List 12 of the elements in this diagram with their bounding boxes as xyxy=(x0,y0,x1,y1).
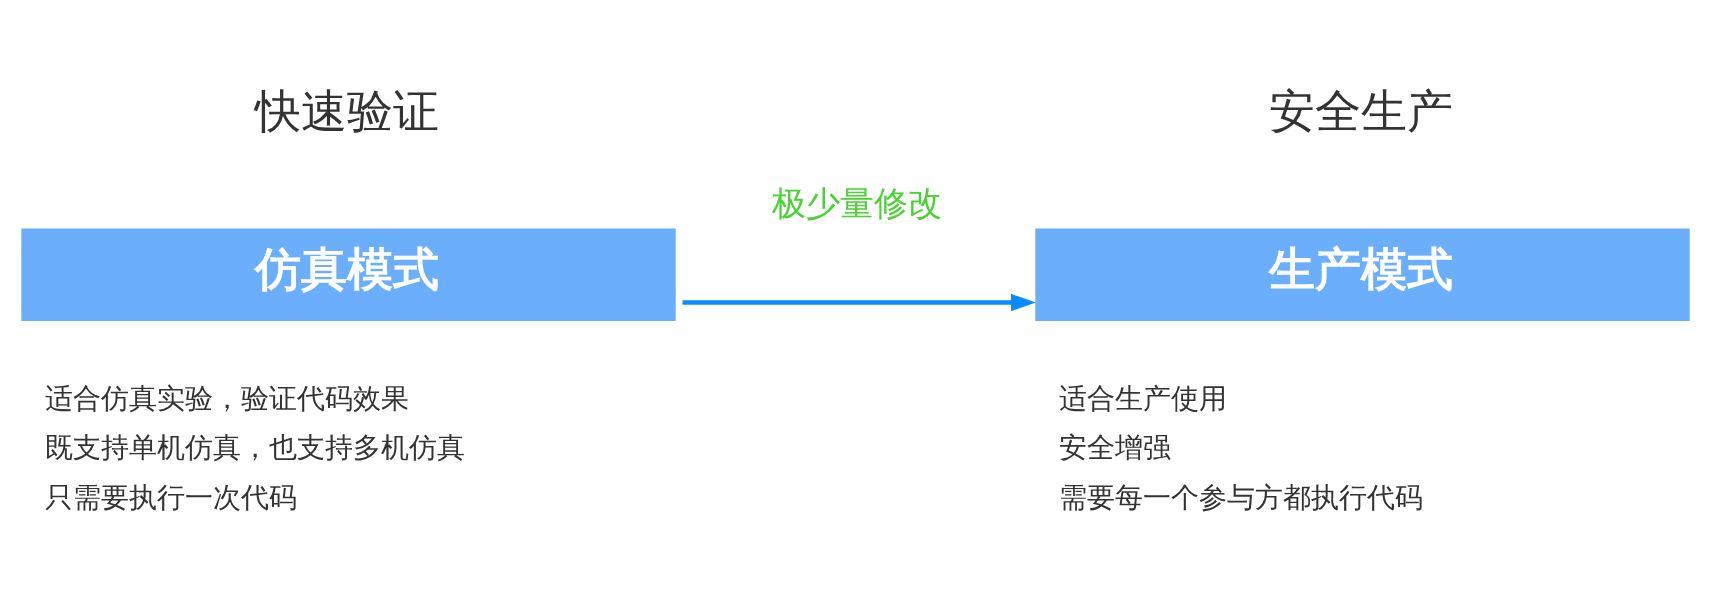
node-label: 只需要执行一次代码 xyxy=(45,480,298,514)
node-label: 既支持单机仿真，也支持多机仿真 xyxy=(45,431,466,465)
node-box: 生产模式 xyxy=(1035,228,1690,321)
node-label: 需要每一个参与方都执行代码 xyxy=(1059,480,1424,514)
node-box: 仿真模式 xyxy=(21,228,676,321)
edge-label: 极少量修改 xyxy=(772,183,943,224)
node-label: 适合仿真实验，验证代码效果 xyxy=(45,382,410,416)
node-label: 快速验证 xyxy=(255,83,440,138)
node-label: 安全增强 xyxy=(1059,431,1172,465)
node-label: 安全生产 xyxy=(1269,83,1454,138)
node-label: 适合生产使用 xyxy=(1059,382,1228,416)
arrow xyxy=(682,293,1036,312)
